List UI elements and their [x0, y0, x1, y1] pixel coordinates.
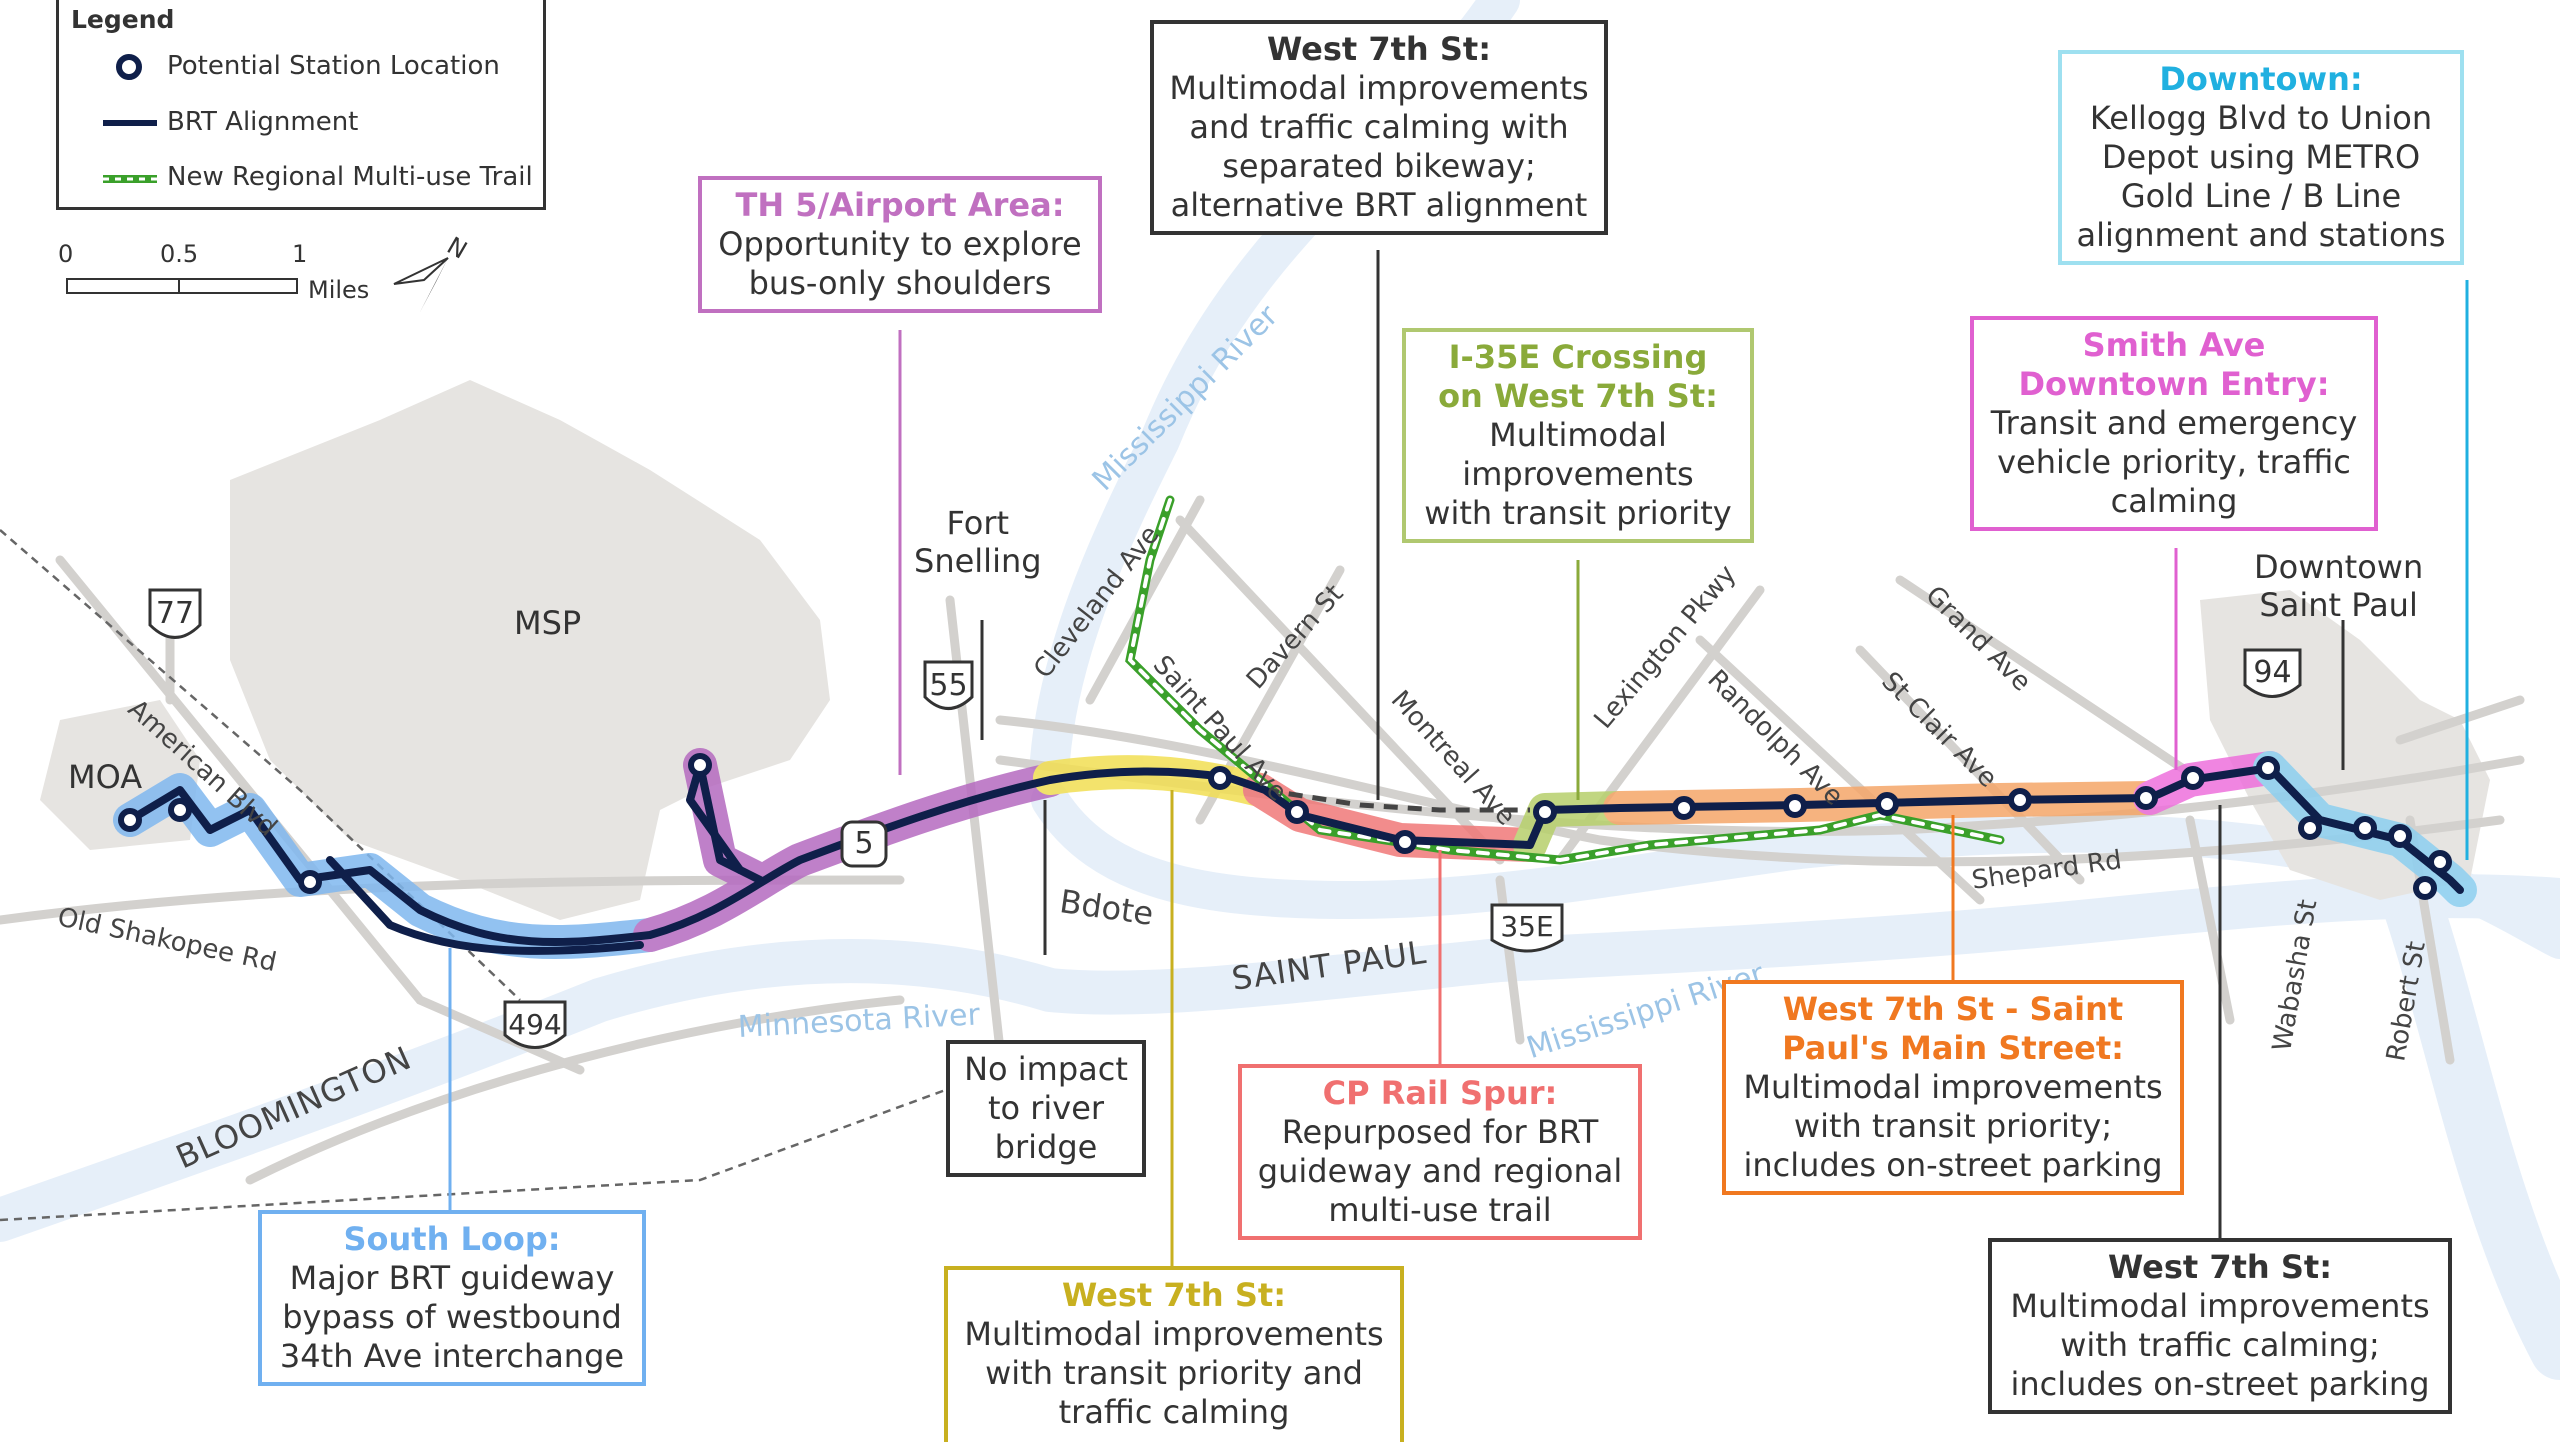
callout-body: Multimodal improvements and traffic calm…: [1169, 69, 1589, 225]
station: [2428, 850, 2452, 874]
station: [2134, 786, 2158, 810]
scale-tick-1: 1: [292, 240, 308, 268]
brt-south-loop-bypass: [326, 856, 644, 955]
place-msp: MSP: [514, 604, 582, 642]
callout-west7th-top: West 7th St: Multimodal improvements and…: [1150, 20, 1608, 236]
callout-west7th-bottom: West 7th St: Multimodal improvements wit…: [1988, 1238, 2452, 1415]
callout-body: Opportunity to explore bus-only shoulder…: [718, 225, 1082, 303]
minnesota-river: [0, 874, 2560, 1242]
station: [1393, 830, 1417, 854]
place-downtown-saint-paul: Downtown Saint Paul: [2254, 548, 2424, 625]
legend-item-brt: BRT Alignment: [167, 107, 359, 137]
callout-title: TH 5/Airport Area:: [735, 186, 1065, 224]
station: [2413, 876, 2437, 900]
callout-body: Major BRT guideway bypass of westbound 3…: [279, 1259, 625, 1376]
station: [1285, 800, 1309, 824]
callout-body: Multimodal improvements with traffic cal…: [2010, 1287, 2430, 1404]
highway-shields: [148, 588, 2302, 1049]
callout-west7th-yellow: West 7th St: Multimodal improvements wit…: [944, 1266, 1404, 1442]
shield-77-icon: [148, 588, 202, 639]
shield-55-label: 55: [929, 668, 968, 703]
callout-title: West 7th St:: [1062, 1276, 1286, 1314]
station: [2353, 816, 2377, 840]
station: [1783, 794, 1807, 818]
callout-smith-ave: Smith Ave Downtown Entry: Transit and em…: [1970, 316, 2378, 532]
shield-5-icon: [840, 820, 888, 868]
mississippi-river-east: [2370, 840, 2560, 1380]
callout-i35e-crossing: I-35E Crossing on West 7th St: Multimoda…: [1402, 328, 1754, 544]
callout-title: CP Rail Spur:: [1322, 1074, 1558, 1112]
callout-south-loop: South Loop: Major BRT guideway bypass of…: [258, 1210, 646, 1387]
boundary-lines: [0, 529, 1001, 1222]
place-fort-snelling: Fort Snelling: [914, 504, 1042, 581]
stations: [118, 753, 2452, 900]
brt-airport-spur: [696, 761, 764, 884]
shield-494-icon: [503, 1000, 567, 1049]
scale-bar: 0 0.5 1: [58, 240, 308, 300]
shield-35e-icon: [1490, 903, 1564, 953]
station: [1533, 800, 1557, 824]
station: [1875, 792, 1899, 816]
callout-body: Multimodal improvements with transit pri…: [964, 1315, 1384, 1432]
station: [118, 808, 142, 832]
station: [2181, 766, 2205, 790]
shield-5-label: 5: [854, 826, 874, 861]
callout-title: West 7th St:: [2108, 1248, 2332, 1286]
map-legend: Legend Potential Station Location BRT Al…: [56, 0, 546, 210]
station-circle-icon: [116, 54, 142, 80]
trail-layer: [1125, 495, 2005, 865]
alternative-brt-alignment: [1264, 787, 1530, 813]
legend-title: Legend: [71, 5, 175, 34]
callout-title: Downtown:: [2159, 60, 2363, 98]
station: [2298, 816, 2322, 840]
brt-airport-spur-2: [686, 761, 744, 874]
callout-cp-rail: CP Rail Spur: Repurposed for BRT guidewa…: [1238, 1064, 1642, 1241]
callout-title: West 7th St:: [1267, 30, 1491, 68]
shield-494-label: 494: [508, 1008, 562, 1041]
callout-title: South Loop:: [343, 1220, 561, 1258]
callout-th5-airport: TH 5/Airport Area: Opportunity to explor…: [698, 176, 1102, 314]
legend-item-station: Potential Station Location: [167, 51, 500, 81]
station: [2256, 756, 2280, 780]
callout-body: Repurposed for BRT guideway and regional…: [1257, 1113, 1623, 1230]
legend-item-trail: New Regional Multi-use Trail: [167, 162, 533, 192]
leader-lines: [448, 250, 2469, 1268]
callout-body: Multimodal improvements with transit pri…: [1424, 416, 1732, 533]
station: [1672, 796, 1696, 820]
callout-body: Transit and emergency vehicle priority, …: [1990, 404, 2358, 521]
callout-main-street: West 7th St - Saint Paul's Main Street: …: [1722, 980, 2184, 1196]
msp-airport-area: [230, 380, 830, 920]
callout-body: Kellogg Blvd to Union Depot using METRO …: [2076, 99, 2446, 255]
callout-body: Multimodal improvements with transit pri…: [1743, 1068, 2163, 1185]
callout-no-impact: No impact to river bridge: [946, 1040, 1146, 1178]
callout-title: I-35E Crossing on West 7th St:: [1438, 338, 1718, 416]
callout-title: West 7th St - Saint Paul's Main Street:: [1782, 990, 2124, 1068]
station: [688, 753, 712, 777]
scale-tick-0: 0: [58, 240, 74, 268]
station: [298, 870, 322, 894]
station: [2008, 788, 2032, 812]
shield-35e-label: 35E: [1500, 910, 1554, 943]
callout-downtown: Downtown: Kellogg Blvd to Union Depot us…: [2058, 50, 2464, 266]
station: [2388, 824, 2412, 848]
station: [1208, 766, 1232, 790]
station: [168, 798, 192, 822]
shield-55-icon: [923, 660, 974, 710]
shield-94-label: 94: [2253, 655, 2292, 690]
callout-title: Smith Ave Downtown Entry:: [2018, 326, 2330, 404]
shield-77-label: 77: [155, 596, 195, 631]
callout-body: No impact to river bridge: [964, 1050, 1128, 1167]
scale-unit: Miles: [308, 276, 370, 304]
shield-94-icon: [2243, 648, 2302, 698]
north-arrow-icon: [393, 257, 449, 312]
trail-dash: [1127, 498, 2002, 863]
place-moa: MOA: [68, 758, 143, 796]
scale-tick-half: 0.5: [160, 240, 199, 268]
legend-symbols: [103, 54, 157, 183]
